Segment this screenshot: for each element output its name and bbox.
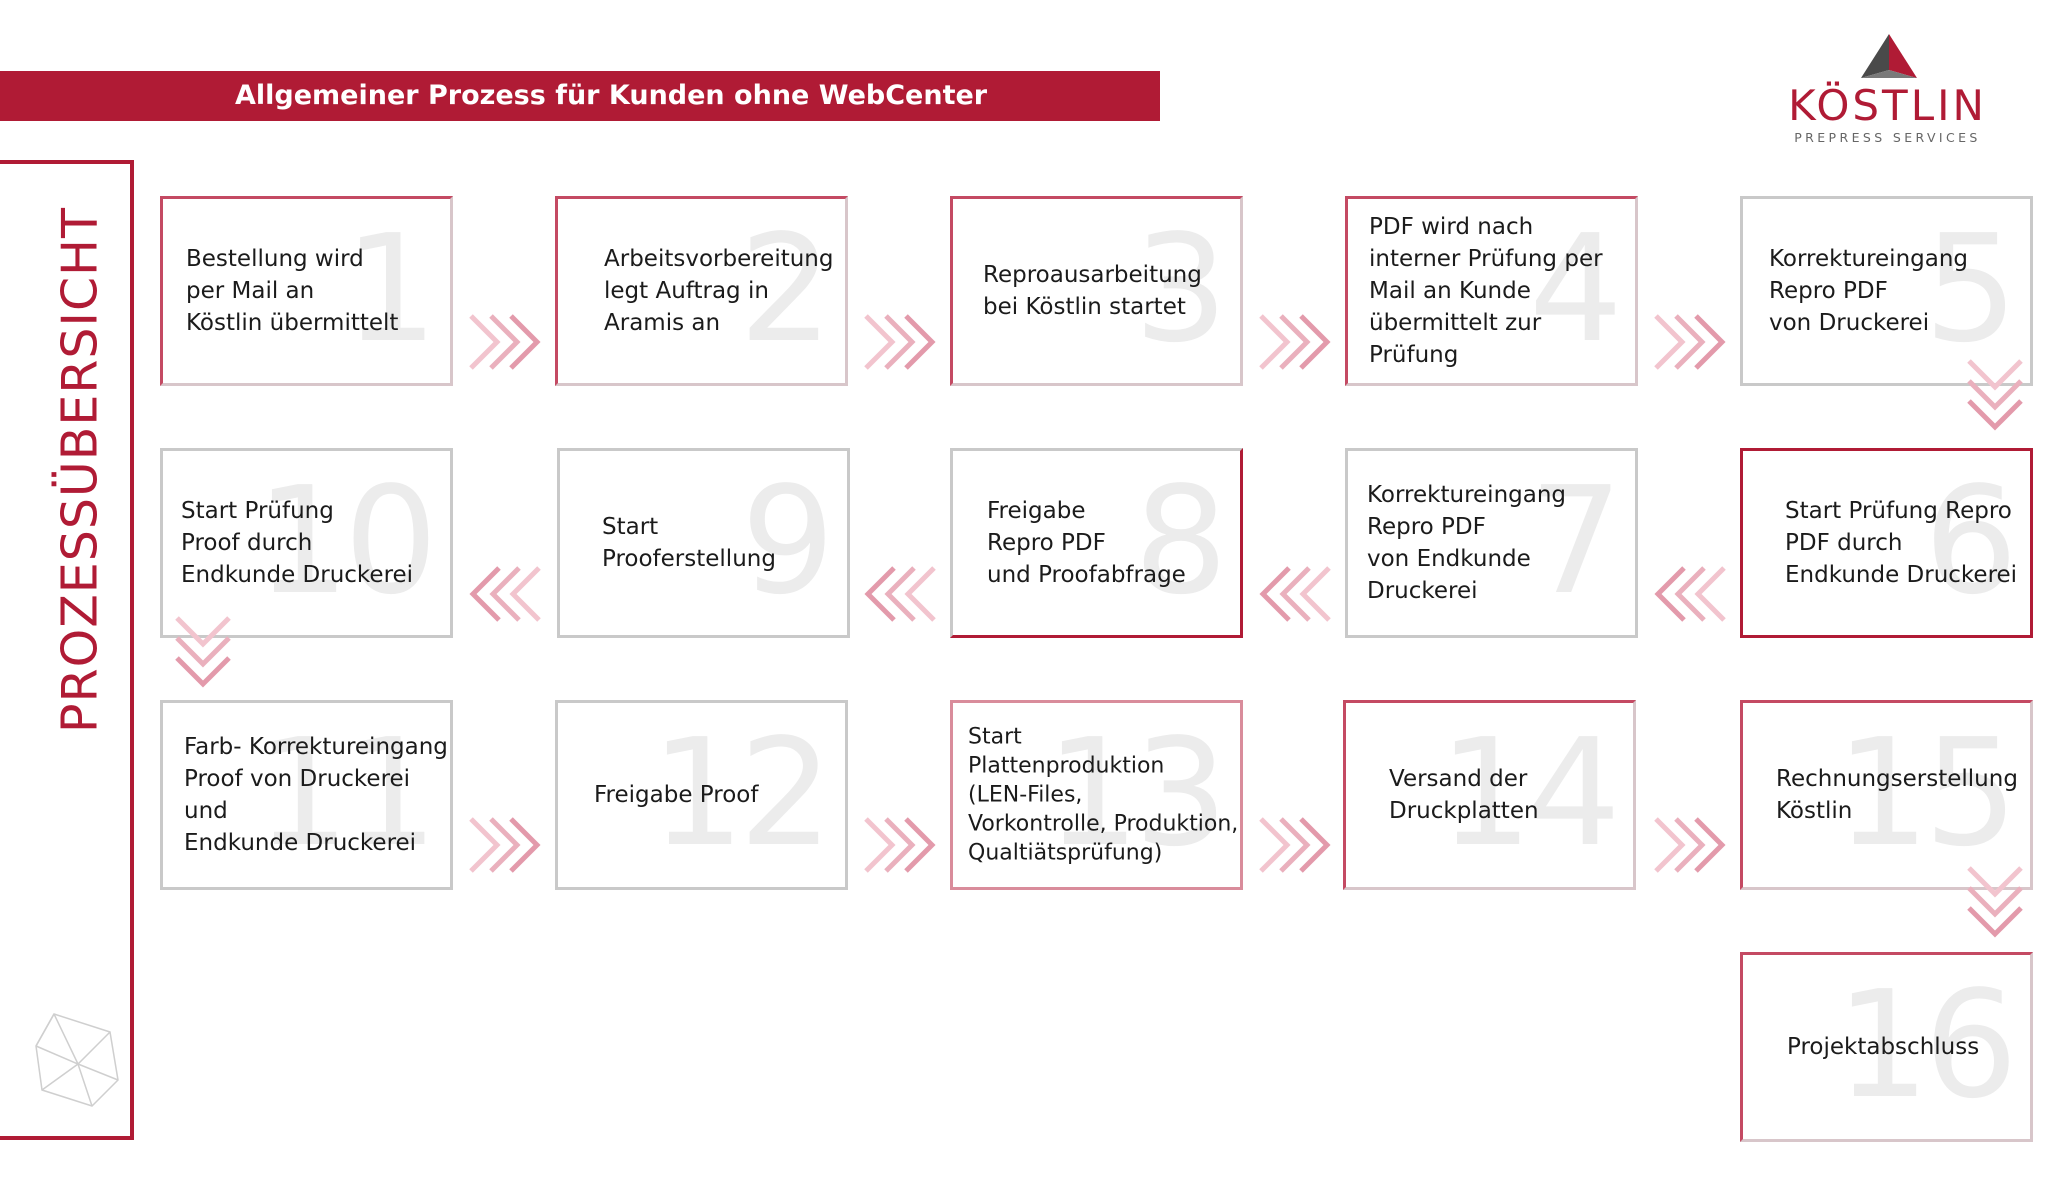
step-number: 2 xyxy=(738,203,833,375)
step-box-9: 9 Start Prooferstellung xyxy=(557,448,850,638)
step-number: 7 xyxy=(1528,455,1623,627)
step-number: 1 xyxy=(343,203,438,375)
step-text: Arbeitsvorbereitung legt Auftrag in Aram… xyxy=(604,246,834,336)
step-text: Start Plattenproduktion (LEN-Files, Vork… xyxy=(968,724,1239,866)
step-number: 3 xyxy=(1133,203,1228,375)
step-text: Start Prüfung Proof durch Endkunde Druck… xyxy=(181,498,414,588)
step-text: Korrektureingang Repro PDF von Endkunde … xyxy=(1367,482,1567,604)
side-frame xyxy=(0,160,134,1140)
step-number: 14 xyxy=(1438,707,1621,879)
chevrons-right-icon xyxy=(469,314,541,370)
step-box-1: 1 Bestellung wird per Mail an Köstlin üb… xyxy=(160,196,453,386)
koestlin-logo: KÖSTLIN PREPRESS SERVICES xyxy=(1775,30,2010,150)
step-text: Bestellung wird per Mail an Köstlin über… xyxy=(186,246,399,336)
step-text: PDF wird nach interner Prüfung per Mail … xyxy=(1369,214,1603,368)
step-number: 16 xyxy=(1835,959,2018,1131)
step-text: Rechnungserstellung Köstlin xyxy=(1776,766,2018,824)
polyhedron-decoration-icon xyxy=(35,1013,119,1107)
step-box-12: 12 Freigabe Proof xyxy=(555,700,848,890)
step-box-14: 14 Versand der Druckplatten xyxy=(1343,700,1636,890)
chevrons-left-icon xyxy=(864,566,936,622)
step-number: 6 xyxy=(1923,455,2018,627)
step-box-5: 5 Korrektureingang Repro PDF von Drucker… xyxy=(1740,196,2033,386)
step-number: 10 xyxy=(255,455,438,627)
step-text: Freigabe Proof xyxy=(594,782,759,808)
chevrons-down-icon xyxy=(1967,359,2023,431)
logo-name: KÖSTLIN xyxy=(1788,81,1987,130)
chevrons-right-icon xyxy=(1259,817,1331,873)
step-box-3: 3 Reproausarbeitung bei Köstlin startet xyxy=(950,196,1243,386)
step-number: 11 xyxy=(255,707,438,879)
chevrons-left-icon xyxy=(1259,566,1331,622)
step-box-16: 16 Projektabschluss xyxy=(1740,952,2033,1142)
step-number: 9 xyxy=(740,455,835,627)
step-text: Reproausarbeitung bei Köstlin startet xyxy=(983,262,1202,320)
chevrons-left-icon xyxy=(1654,566,1726,622)
step-text: Korrektureingang Repro PDF von Druckerei xyxy=(1769,246,1969,336)
side-title: PROZESSÜBERSICHT xyxy=(51,207,109,733)
chevrons-right-icon xyxy=(1654,817,1726,873)
chevrons-right-icon xyxy=(864,314,936,370)
chevrons-right-icon xyxy=(469,817,541,873)
chevrons-left-icon xyxy=(469,566,541,622)
step-text: Versand der Druckplatten xyxy=(1389,766,1539,824)
step-box-8: 8 Freigabe Repro PDF und Proofabfrage xyxy=(950,448,1243,638)
chevrons-right-icon xyxy=(864,817,936,873)
chevrons-down-icon xyxy=(175,616,231,688)
step-text: Start Prüfung Repro PDF durch Endkunde D… xyxy=(1785,498,2018,588)
step-number: 4 xyxy=(1528,203,1623,375)
step-number: 13 xyxy=(1045,707,1228,879)
step-box-15: 15 Rechnungserstellung Köstlin xyxy=(1740,700,2033,890)
step-box-13: 13 Start Plattenproduktion (LEN-Files, V… xyxy=(950,700,1243,890)
page-title: Allgemeiner Prozess für Kunden ohne WebC… xyxy=(235,80,988,111)
step-number: 8 xyxy=(1133,455,1228,627)
chevrons-right-icon xyxy=(1259,314,1331,370)
step-text: Freigabe Repro PDF und Proofabfrage xyxy=(987,498,1186,588)
step-text: Projektabschluss xyxy=(1787,1034,1980,1060)
header-banner: Allgemeiner Prozess für Kunden ohne WebC… xyxy=(0,71,1160,121)
step-text: Farb- Korrektureingang Proof von Drucker… xyxy=(184,734,448,856)
step-number: 15 xyxy=(1835,707,2018,879)
chevrons-down-icon xyxy=(1967,866,2023,938)
step-box-10: 10 Start Prüfung Proof durch Endkunde Dr… xyxy=(160,448,453,638)
chevrons-right-icon xyxy=(1654,314,1726,370)
step-number: 5 xyxy=(1923,203,2018,375)
step-box-7: 7 Korrektureingang Repro PDF von Endkund… xyxy=(1345,448,1638,638)
logo-subtitle: PREPRESS SERVICES xyxy=(1794,130,1981,145)
step-box-6: 6 Start Prüfung Repro PDF durch Endkunde… xyxy=(1740,448,2033,638)
step-number: 12 xyxy=(650,707,833,879)
step-box-2: 2 Arbeitsvorbereitung legt Auftrag in Ar… xyxy=(555,196,848,386)
logo-triangle-icon xyxy=(1861,34,1917,78)
step-text: Start Prooferstellung xyxy=(602,514,776,572)
step-box-11: 11 Farb- Korrektureingang Proof von Druc… xyxy=(160,700,453,890)
step-box-4: 4 PDF wird nach interner Prüfung per Mai… xyxy=(1345,196,1638,386)
